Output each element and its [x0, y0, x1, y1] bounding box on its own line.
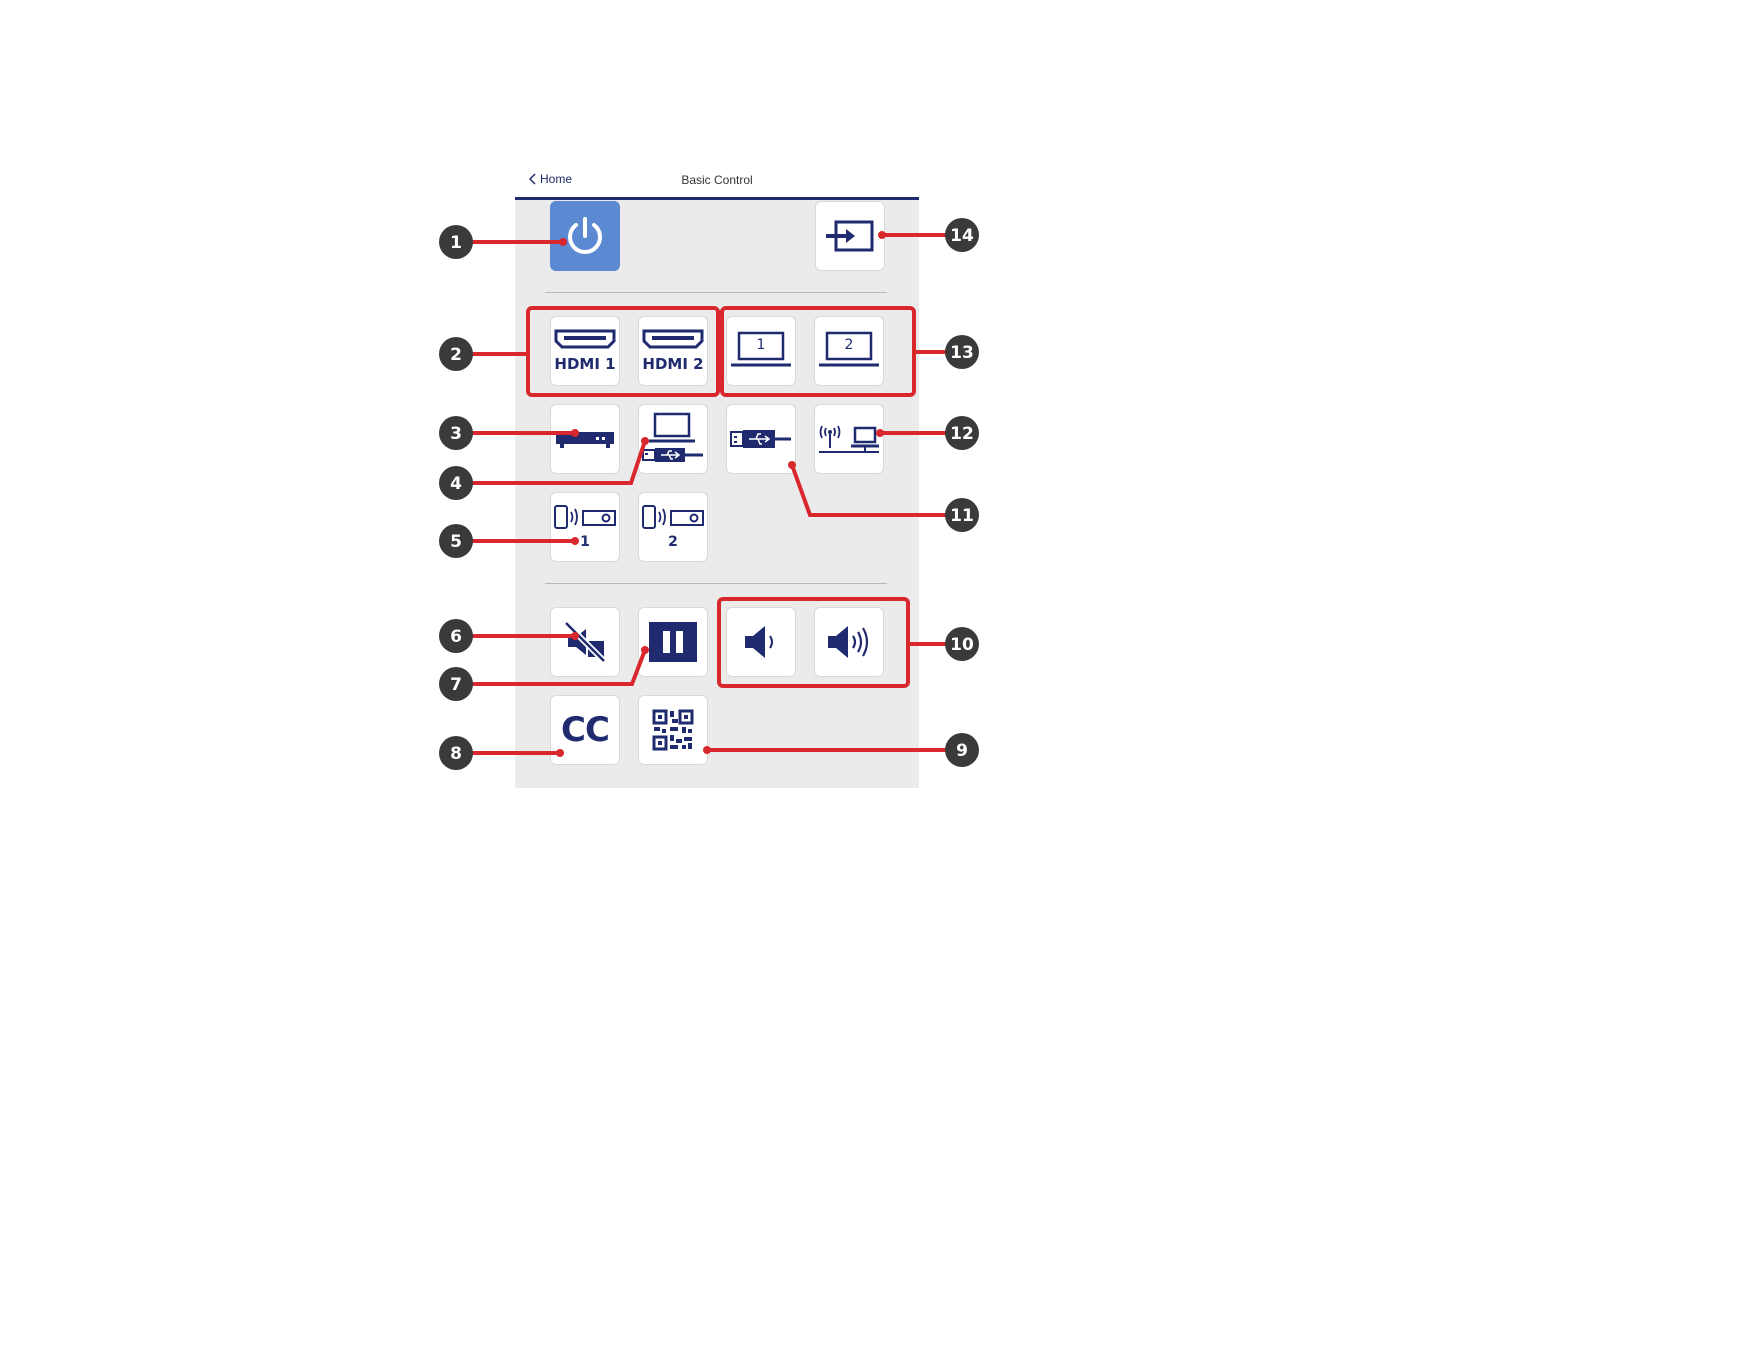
volume-group-box	[719, 599, 908, 686]
callout-number-10: 10	[950, 635, 974, 655]
callout-number-14: 14	[950, 226, 974, 246]
callout-number-8: 8	[450, 744, 462, 764]
callout-number-9: 9	[956, 741, 968, 761]
callout-number-1: 1	[450, 233, 462, 253]
callout-number-7: 7	[450, 675, 462, 695]
callout-number-4: 4	[450, 474, 462, 494]
screen-mirroring-group-box	[722, 308, 914, 395]
callout-number-6: 6	[450, 627, 462, 647]
callout-number-3: 3	[450, 424, 462, 444]
callout-number-2: 2	[450, 345, 462, 365]
callout-number-13: 13	[950, 343, 974, 363]
callout-number-5: 5	[450, 532, 462, 552]
callout-number-11: 11	[950, 506, 974, 526]
hdmi-group-box	[528, 308, 718, 395]
callout-number-12: 12	[950, 424, 974, 444]
